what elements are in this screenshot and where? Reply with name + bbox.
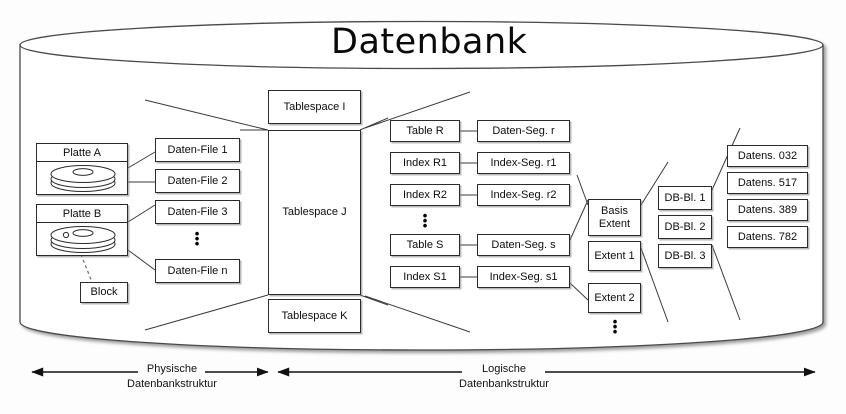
data-record-517[interactable]: Datens. 517 xyxy=(727,172,808,194)
footer-physical-line2: Datenbankstruktur xyxy=(127,377,217,390)
segment-index-seg-r2[interactable]: Index-Seg. r2 xyxy=(477,184,570,206)
daten-file-ellipsis-icon: ••• xyxy=(194,226,200,251)
block-box[interactable]: Block xyxy=(80,282,128,303)
footer-logical-line1: Logische xyxy=(481,363,527,375)
footer-logical-line2: Datenbankstruktur xyxy=(459,377,549,390)
object-table-s[interactable]: Table S xyxy=(390,234,460,256)
daten-file-n[interactable]: Daten-File n xyxy=(155,259,240,283)
segment-daten-seg-r[interactable]: Daten-Seg. r xyxy=(477,120,570,142)
daten-file-2[interactable]: Daten-File 2 xyxy=(155,169,240,193)
tablespace-k[interactable]: Tablespace K xyxy=(268,299,361,333)
footer-logical-label: Logische Datenbankstruktur xyxy=(435,362,573,392)
extent-basis-line2: Extent xyxy=(598,217,631,230)
daten-file-3[interactable]: Daten-File 3 xyxy=(155,200,240,224)
db-block-2[interactable]: DB-Bl. 2 xyxy=(658,215,712,239)
tablespace-i[interactable]: Tablespace I xyxy=(268,90,361,124)
segment-index-seg-r1[interactable]: Index-Seg. r1 xyxy=(477,152,570,174)
db-block-1[interactable]: DB-Bl. 1 xyxy=(658,186,712,210)
extent-basis-line1: Basis xyxy=(601,204,628,217)
db-block-3[interactable]: DB-Bl. 3 xyxy=(658,244,712,268)
data-record-389[interactable]: Datens. 389 xyxy=(727,199,808,221)
object-index-s1[interactable]: Index S1 xyxy=(390,266,460,288)
disk-platte-a-label: Platte A xyxy=(37,144,127,162)
object-index-r2[interactable]: Index R2 xyxy=(390,184,460,206)
segment-index-seg-s1[interactable]: Index-Seg. s1 xyxy=(477,266,570,288)
disk-platte-b[interactable]: Platte B xyxy=(36,204,128,256)
data-record-782[interactable]: Datens. 782 xyxy=(727,226,808,248)
disk-platter-icon xyxy=(37,222,127,255)
footer-physical-line1: Physische xyxy=(146,363,198,375)
connector-lines xyxy=(127,91,741,333)
object-table-r[interactable]: Table R xyxy=(390,120,460,142)
footer-physical-label: Physische Datenbankstruktur xyxy=(103,362,241,392)
extent-1[interactable]: Extent 1 xyxy=(588,241,641,271)
daten-file-1[interactable]: Daten-File 1 xyxy=(155,138,240,162)
disk-platter-icon xyxy=(37,161,127,194)
disk-platte-a[interactable]: Platte A xyxy=(36,143,128,195)
tablespace-j[interactable]: Tablespace J xyxy=(268,130,361,295)
extent-basis[interactable]: Basis Extent xyxy=(588,199,641,236)
data-record-032[interactable]: Datens. 032 xyxy=(727,145,808,167)
page-title: Datenbank xyxy=(331,22,528,62)
objects-ellipsis-icon: ••• xyxy=(422,208,428,233)
extent-ellipsis-icon: ••• xyxy=(612,314,618,339)
object-index-r1[interactable]: Index R1 xyxy=(390,152,460,174)
disk-platte-b-label: Platte B xyxy=(37,205,127,223)
segment-daten-seg-s[interactable]: Daten-Seg. s xyxy=(477,234,570,256)
extent-2[interactable]: Extent 2 xyxy=(588,283,641,313)
